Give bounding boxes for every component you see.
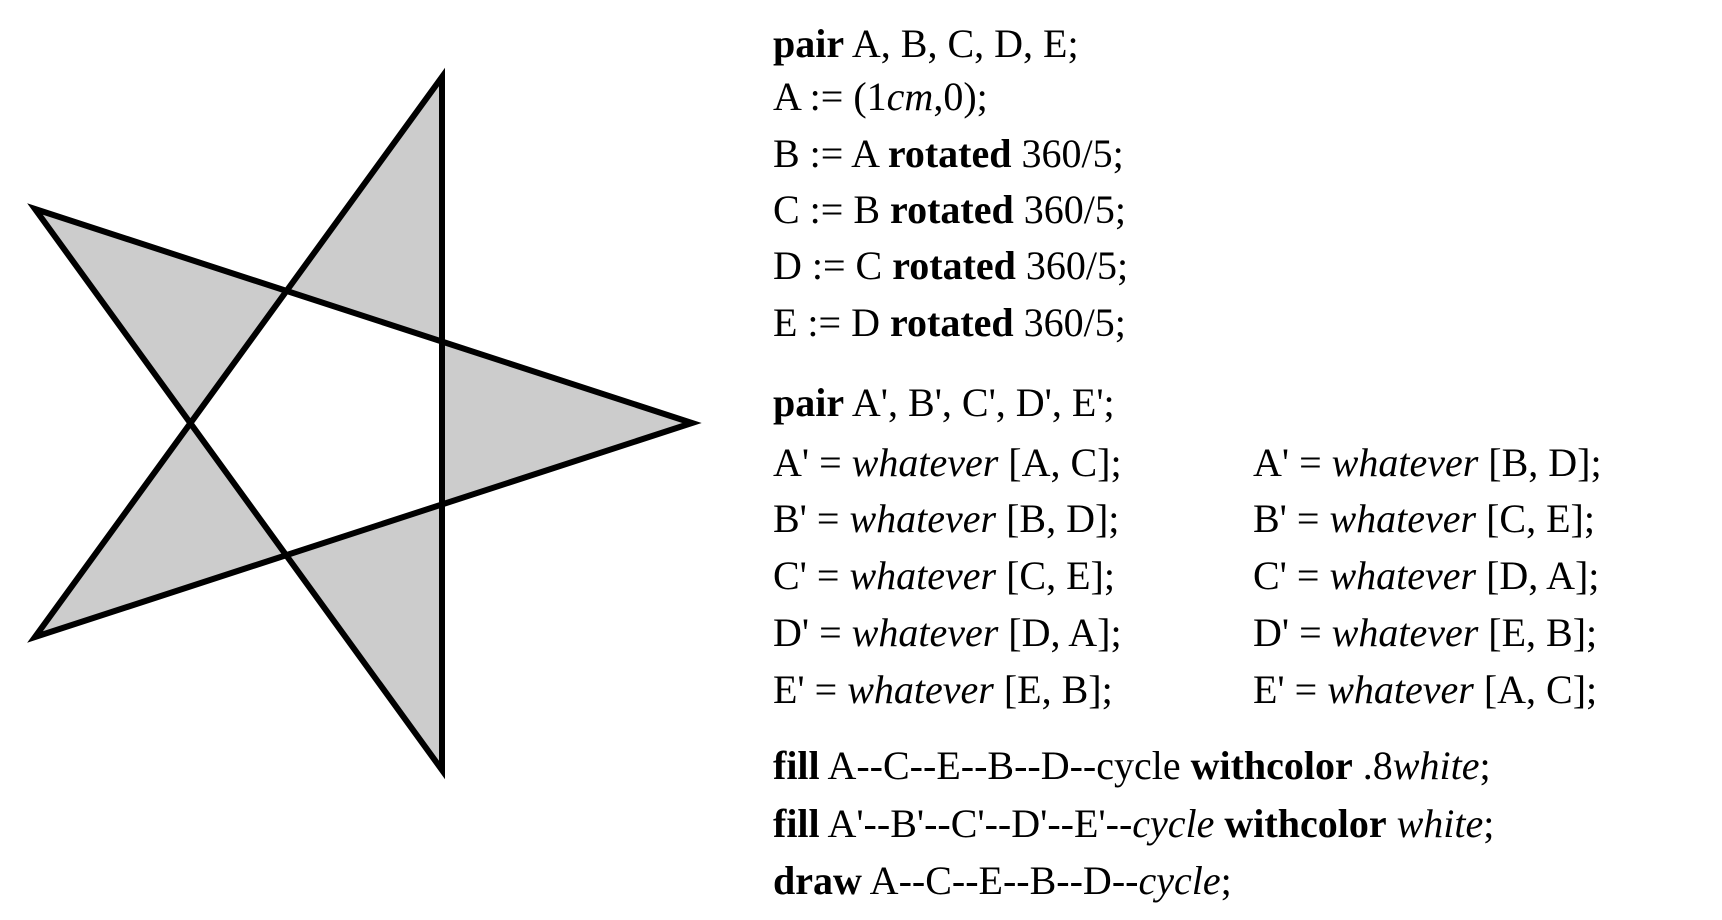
code-text: C' =: [773, 553, 850, 598]
code-italic-token: whatever: [1329, 553, 1477, 598]
code-text: 360/5;: [1013, 187, 1126, 232]
code-line: C' = whatever [D, A];: [1253, 552, 1599, 600]
code-keyword: pair: [773, 380, 845, 425]
code-text: [B, D];: [1478, 440, 1602, 485]
code-keyword: rotated: [890, 187, 1014, 232]
code-text: [D, A];: [1476, 553, 1600, 598]
code-text: [A, C];: [1473, 667, 1598, 712]
code-text: B' =: [773, 496, 850, 541]
code-italic-token: whatever: [1327, 667, 1474, 712]
code-italic-token: whatever: [849, 496, 997, 541]
code-keyword: withcolor: [1190, 743, 1353, 788]
code-keyword: fill: [773, 801, 820, 846]
code-keyword: withcolor: [1224, 801, 1387, 846]
code-line: pair A, B, C, D, E;: [773, 20, 1079, 68]
code-text: A' =: [1253, 440, 1332, 485]
code-text: [C, E];: [1476, 496, 1595, 541]
code-text: [D, A];: [998, 610, 1122, 655]
code-text: [E, B];: [1478, 610, 1598, 655]
code-text: [1214, 801, 1224, 846]
code-line: fill A'--B'--C'--D'--E'--cycle withcolor…: [773, 800, 1494, 848]
code-line: D := C rotated 360/5;: [773, 242, 1128, 290]
code-line: C := B rotated 360/5;: [773, 186, 1126, 234]
code-italic-token: cycle: [1138, 858, 1221, 903]
code-italic-token: whatever: [849, 553, 997, 598]
code-text: [E, B];: [993, 667, 1113, 712]
code-text: A' =: [773, 440, 852, 485]
code-text: A--C--E--B--D--cycle: [819, 743, 1191, 788]
code-italic-token: whatever: [851, 610, 999, 655]
inner-pentagon-white-fill: [190, 290, 442, 556]
code-text: 360/5;: [1015, 243, 1129, 288]
code-italic-token: cm: [886, 74, 934, 119]
code-text: A'--B'--C'--D'--E'--: [819, 801, 1133, 846]
code-text: E := D: [773, 300, 890, 345]
code-line: draw A--C--E--B--D--cycle;: [773, 857, 1232, 905]
code-italic-token: whatever: [1331, 610, 1479, 655]
code-italic-token: whatever: [1329, 496, 1477, 541]
code-line: B := A rotated 360/5;: [773, 130, 1124, 178]
code-text: 360/5;: [1013, 300, 1126, 345]
code-italic-token: whatever: [847, 667, 994, 712]
code-text: E' =: [773, 667, 848, 712]
code-text: [1387, 801, 1397, 846]
code-text: E' =: [1253, 667, 1328, 712]
code-text: D' =: [773, 610, 852, 655]
code-line: E' = whatever [A, C];: [1253, 666, 1597, 714]
code-line: E' = whatever [E, B];: [773, 666, 1113, 714]
code-text: B := A: [773, 131, 888, 176]
code-text: ;: [1483, 801, 1495, 846]
code-text: [A, C];: [998, 440, 1122, 485]
code-italic-token: white: [1396, 801, 1484, 846]
code-line: A := (1cm,0);: [773, 73, 988, 121]
code-keyword: rotated: [892, 243, 1016, 288]
code-text: A := (1: [773, 74, 887, 119]
code-text: .8: [1352, 743, 1393, 788]
code-text: ;: [1220, 858, 1232, 903]
code-text: 360/5;: [1011, 131, 1124, 176]
code-text: C' =: [1253, 553, 1330, 598]
code-line: D' = whatever [E, B];: [1253, 609, 1597, 657]
code-line: D' = whatever [D, A];: [773, 609, 1122, 657]
code-text: ,0);: [933, 74, 988, 119]
code-keyword: rotated: [890, 300, 1014, 345]
code-line: B' = whatever [B, D];: [773, 495, 1119, 543]
code-line: fill A--C--E--B--D--cycle withcolor .8wh…: [773, 742, 1491, 790]
code-italic-token: whatever: [851, 440, 999, 485]
code-text: [B, D];: [996, 496, 1120, 541]
code-line: E := D rotated 360/5;: [773, 299, 1126, 347]
code-italic-token: cycle: [1132, 801, 1215, 846]
code-text: A--C--E--B--D--: [861, 858, 1139, 903]
code-text: A, B, C, D, E;: [844, 21, 1079, 66]
code-keyword: draw: [773, 858, 862, 903]
code-line: B' = whatever [C, E];: [1253, 495, 1595, 543]
code-line: A' = whatever [A, C];: [773, 439, 1122, 487]
code-line: pair A', B', C', D', E';: [773, 379, 1115, 427]
code-italic-token: whatever: [1331, 440, 1479, 485]
code-text: A', B', C', D', E';: [844, 380, 1115, 425]
code-text: D := C: [773, 243, 893, 288]
code-keyword: pair: [773, 21, 845, 66]
code-text: D' =: [1253, 610, 1332, 655]
code-text: [C, E];: [996, 553, 1115, 598]
star-outline: [27, 67, 702, 780]
code-line: A' = whatever [B, D];: [1253, 439, 1602, 487]
code-italic-token: white: [1392, 743, 1480, 788]
code-text: ;: [1479, 743, 1491, 788]
code-keyword: rotated: [887, 131, 1012, 176]
code-line: C' = whatever [C, E];: [773, 552, 1115, 600]
pentagram-figure: [27, 67, 702, 780]
code-text: B' =: [1253, 496, 1330, 541]
code-text: C := B: [773, 187, 891, 232]
code-keyword: fill: [773, 743, 820, 788]
